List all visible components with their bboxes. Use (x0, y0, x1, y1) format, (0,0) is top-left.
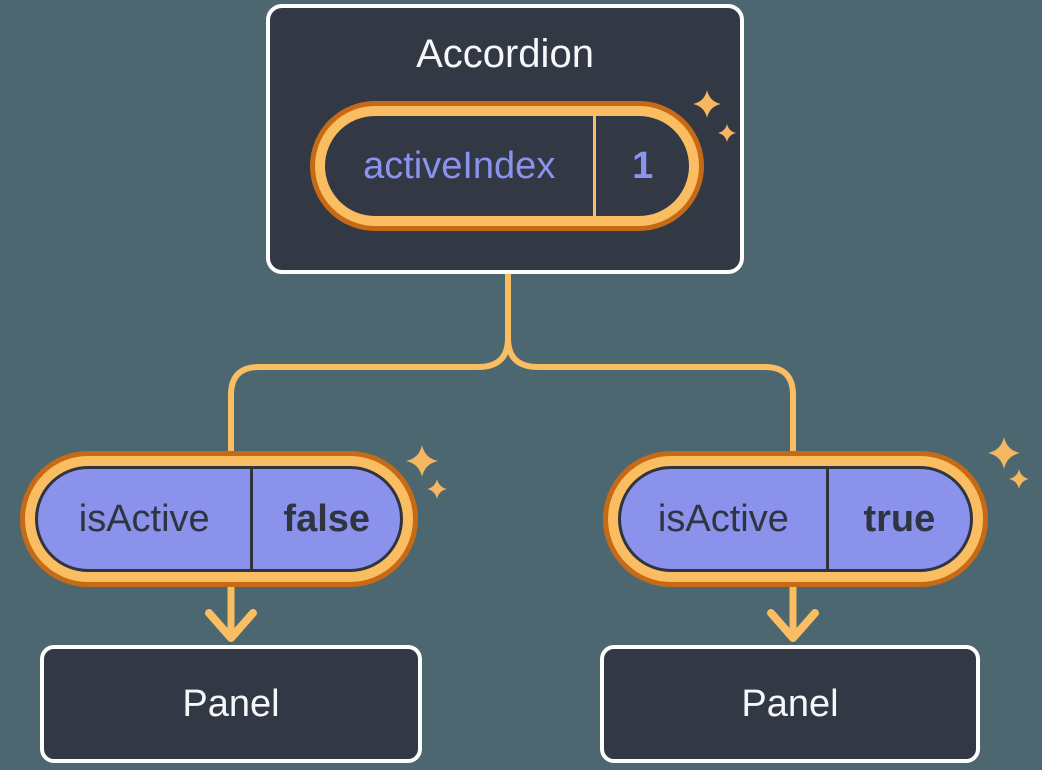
panel-component-box-right: Panel (600, 645, 980, 763)
prop-pill-inner: isActive true (618, 466, 973, 572)
prop-pill-divider (825, 469, 829, 569)
state-pill-inner: activeIndex 1 (325, 116, 689, 216)
prop-value-label: true (863, 497, 936, 540)
state-name-label: activeIndex (363, 144, 556, 187)
state-pill-divider (593, 116, 597, 216)
left-branch-line (228, 272, 511, 455)
panel-title: Panel (741, 682, 839, 725)
accordion-component-box: Accordion activeIndex 1 (266, 4, 744, 274)
active-index-state-pill: activeIndex 1 (310, 101, 704, 231)
accordion-title: Accordion (416, 32, 594, 76)
is-active-prop-pill-right: isActive true (603, 451, 988, 587)
state-value-label: 1 (632, 144, 654, 187)
right-branch-line (505, 272, 796, 455)
left-arrow-down-icon (205, 609, 257, 642)
is-active-prop-pill-left: isActive false (20, 451, 418, 587)
panel-title: Panel (182, 682, 280, 725)
panel-component-box-left: Panel (40, 645, 422, 763)
prop-name-label: isActive (78, 497, 210, 540)
prop-value-label: false (283, 497, 371, 540)
sparkle-icon (988, 437, 1029, 489)
prop-pill-divider (250, 469, 254, 569)
prop-name-label: isActive (657, 497, 789, 540)
right-arrow-down-icon (767, 609, 819, 642)
prop-pill-inner: isActive false (35, 466, 403, 572)
